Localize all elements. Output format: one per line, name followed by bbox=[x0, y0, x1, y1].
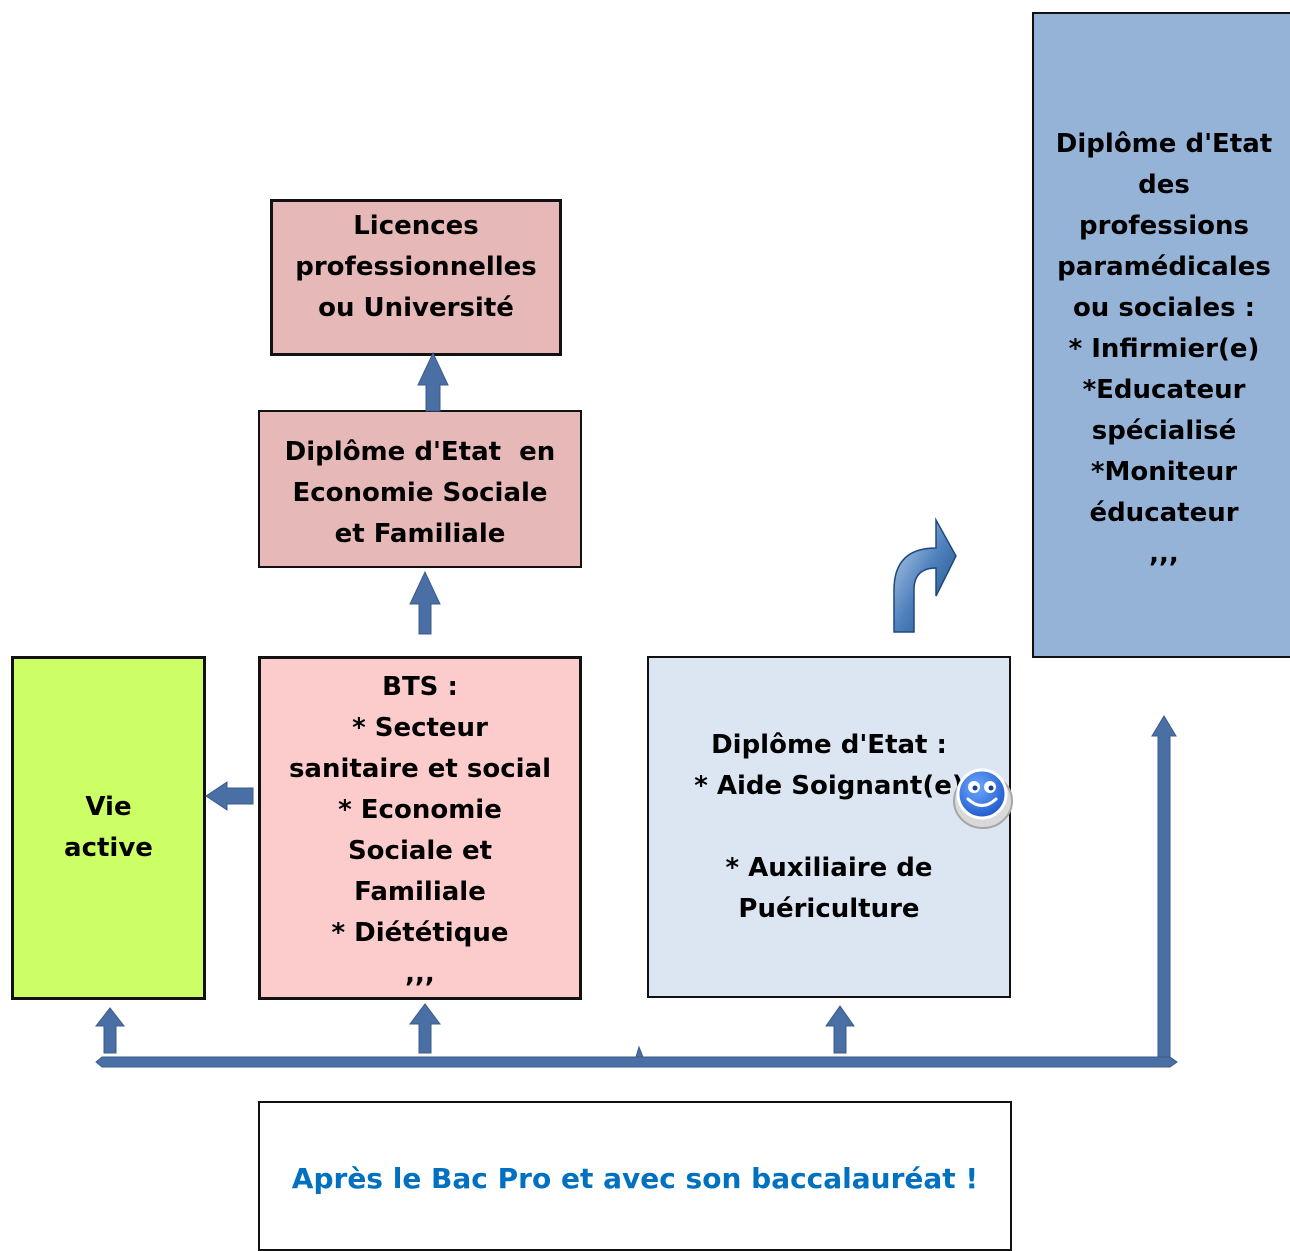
licences-line: Licences bbox=[353, 211, 479, 241]
bts-line: * Economie bbox=[338, 795, 502, 825]
diplome-paramedical-box: Diplôme d'Etat des professions paramédic… bbox=[1032, 12, 1290, 658]
curved-arrow-icon bbox=[893, 517, 957, 633]
up-arrow-bts-to-desf bbox=[409, 570, 441, 635]
depp-line: ,,, bbox=[1149, 539, 1179, 569]
vie-active-box: Vie active bbox=[11, 656, 206, 1000]
depp-line: Diplôme d'Etat bbox=[1055, 129, 1273, 159]
up-arrow-bts bbox=[409, 1003, 441, 1054]
baseline-connector bbox=[95, 1056, 1178, 1068]
bts-line: * Diététique bbox=[331, 918, 509, 948]
vie-active-line: Vie bbox=[85, 792, 132, 822]
deas-line: * Aide Soignant(e) bbox=[694, 771, 964, 801]
bts-line: * Secteur bbox=[352, 713, 488, 743]
depp-line: *Moniteur bbox=[1090, 457, 1238, 487]
depp-line: des bbox=[1138, 170, 1190, 200]
depp-line: paramédicales bbox=[1057, 252, 1271, 282]
depp-line: professions bbox=[1079, 211, 1249, 241]
bts-line: BTS : bbox=[382, 672, 458, 702]
bts-box: BTS : * Secteur sanitaire et social * Ec… bbox=[258, 656, 582, 1000]
depp-line: ou sociales : bbox=[1072, 293, 1256, 323]
bts-line: Sociale et bbox=[347, 836, 493, 866]
licences-line: professionnelles bbox=[295, 252, 537, 282]
deas-line: * Auxiliaire de bbox=[725, 853, 933, 883]
licences-box: Licences professionnelles ou Université bbox=[270, 199, 562, 356]
diplome-aide-soignant-box: Diplôme d'Etat : * Aide Soignant(e) * Au… bbox=[647, 656, 1011, 998]
desf-line: Diplôme d'Etat en bbox=[284, 437, 556, 467]
desf-line: et Familiale bbox=[334, 519, 506, 549]
up-arrow-vie bbox=[94, 1007, 126, 1054]
depp-line: *Educateur bbox=[1082, 375, 1246, 405]
baseline-notch bbox=[635, 1045, 644, 1058]
depp-line: éducateur bbox=[1089, 498, 1239, 528]
bts-line: ,,, bbox=[405, 959, 435, 989]
deas-line: Puériculture bbox=[738, 894, 920, 924]
deas-line: Diplôme d'Etat : bbox=[711, 730, 947, 760]
smiley-face-icon bbox=[953, 768, 1013, 829]
bac-pro-caption: Après le Bac Pro et avec son baccalauréa… bbox=[291, 1162, 979, 1195]
bac-pro-caption-box: Après le Bac Pro et avec son baccalauréa… bbox=[258, 1101, 1012, 1251]
depp-line: * Infirmier(e) bbox=[1068, 334, 1260, 364]
diplome-esf-box: Diplôme d'Etat en Economie Sociale et Fa… bbox=[258, 410, 582, 568]
desf-line: Economie Sociale bbox=[292, 478, 548, 508]
bts-line: sanitaire et social bbox=[288, 754, 552, 784]
up-arrow-deas bbox=[825, 1005, 855, 1054]
depp-line: spécialisé bbox=[1091, 416, 1237, 446]
licences-line: ou Université bbox=[318, 293, 514, 323]
vie-active-line: active bbox=[64, 833, 153, 863]
bts-line: Familiale bbox=[354, 877, 486, 907]
up-arrow-paramedical bbox=[1151, 715, 1177, 1058]
left-arrow-to-vie-active bbox=[205, 781, 254, 811]
up-arrow-desf-to-licences bbox=[417, 351, 449, 412]
